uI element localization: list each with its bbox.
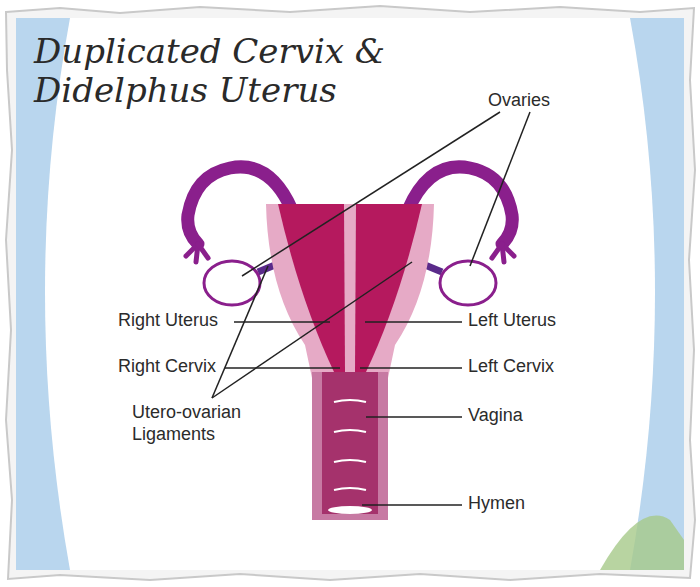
blue-ground xyxy=(16,18,684,570)
right-ovary xyxy=(440,261,496,305)
leaf xyxy=(600,516,684,570)
ligaments-label: Utero-ovarian Ligaments xyxy=(132,402,282,445)
vagina xyxy=(322,372,378,514)
rugae xyxy=(334,400,366,490)
left-uterus-label: Left Uterus xyxy=(468,310,556,332)
right-uterus-label: Right Uterus xyxy=(118,310,218,332)
left-cervix-label: Left Cervix xyxy=(468,356,554,378)
left-ovary xyxy=(204,261,260,305)
vagina-outer xyxy=(312,372,388,520)
vagina-label: Vagina xyxy=(468,405,523,427)
hymen-label: Hymen xyxy=(468,493,525,515)
leader-lines xyxy=(212,112,530,505)
ovaries-label: Ovaries xyxy=(488,90,550,112)
left-uterus-shape xyxy=(355,204,422,372)
hymen xyxy=(328,506,372,514)
uterus-outer xyxy=(266,204,434,378)
paper-edge xyxy=(6,6,695,580)
title: Duplicated Cervix & Didelphus Uterus xyxy=(34,32,434,110)
right-cervix-label: Right Cervix xyxy=(118,356,216,378)
